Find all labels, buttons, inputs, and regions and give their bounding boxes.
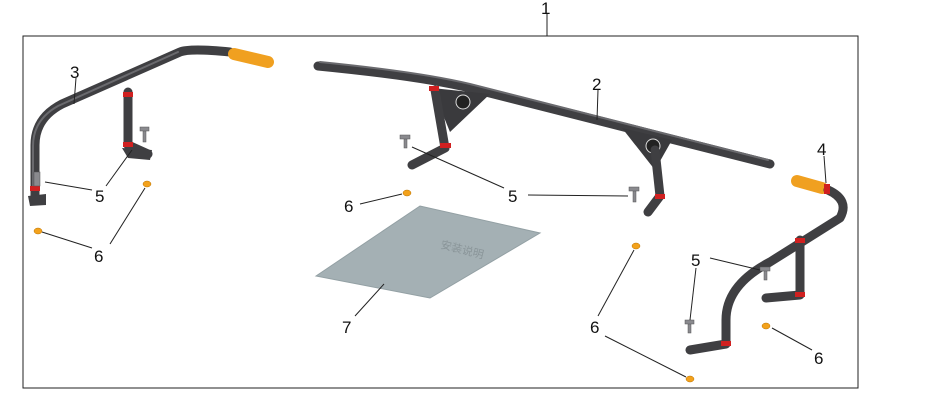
callout-1: 1	[541, 0, 550, 18]
nut-icon	[402, 189, 412, 197]
callout-5: 5	[691, 251, 700, 270]
right-bar-part	[684, 175, 848, 383]
callout-6: 6	[344, 197, 353, 216]
callout-labels: 1 2 3 4 5 5 5 6 6 6 6 7	[70, 0, 826, 368]
left-bar-part	[28, 45, 274, 235]
callout-4: 4	[817, 140, 826, 159]
nut-icon	[33, 227, 43, 235]
nut-icon	[761, 322, 771, 330]
callout-2: 2	[592, 75, 601, 94]
leader-lines	[41, 14, 827, 378]
installation-manual-part: 安装说明	[314, 205, 542, 299]
callout-6: 6	[94, 247, 103, 266]
callout-3: 3	[70, 63, 79, 82]
crossbar-part	[313, 61, 775, 250]
nut-icon	[631, 242, 641, 250]
callout-6: 6	[814, 349, 823, 368]
callout-5: 5	[508, 187, 517, 206]
nut-icon	[685, 375, 695, 383]
diagram-frame	[22, 35, 859, 389]
callout-5: 5	[95, 187, 104, 206]
callout-7: 7	[342, 318, 351, 337]
callout-6: 6	[590, 318, 599, 337]
nut-icon	[142, 180, 152, 188]
